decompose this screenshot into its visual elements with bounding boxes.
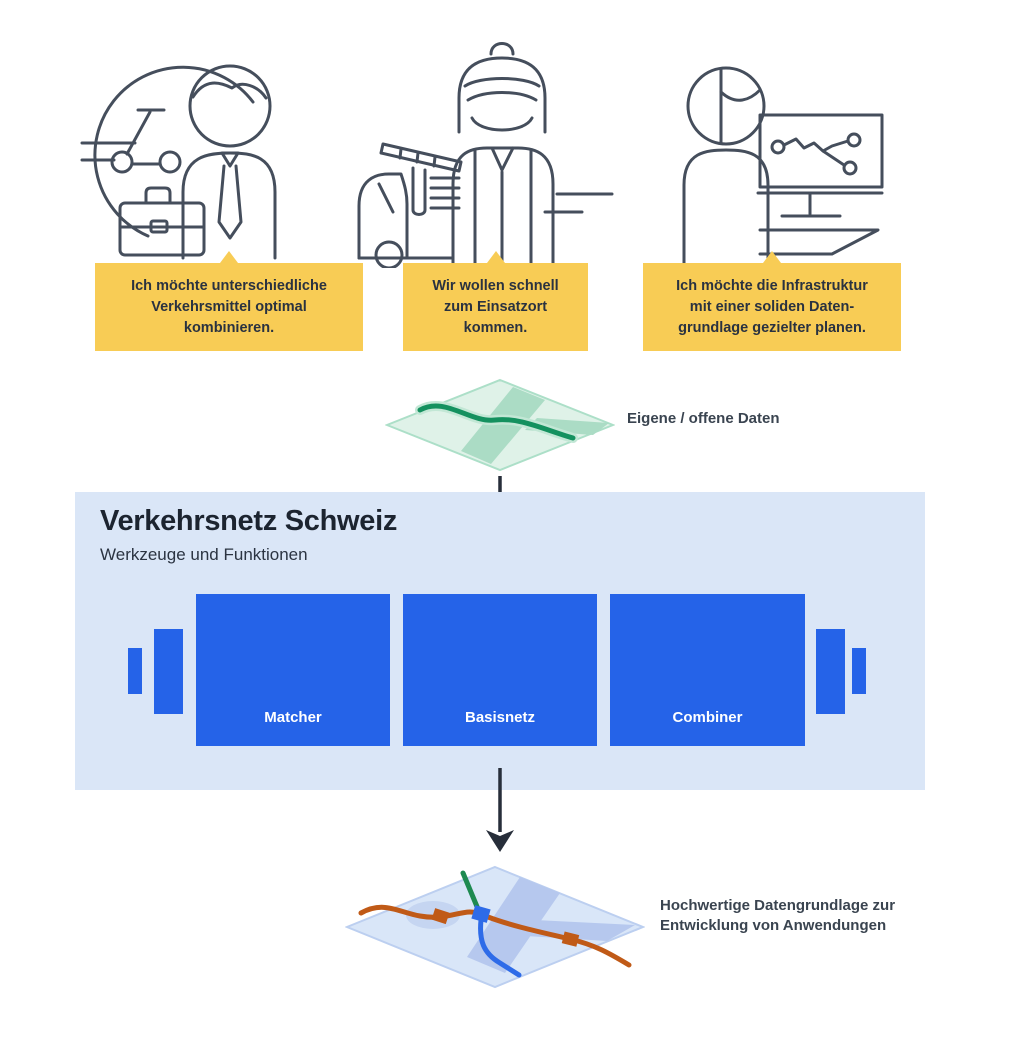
speech-bubble-text: Wir wollen schnell zum Einsatzort kommen…: [432, 277, 559, 336]
bubble-tail: [486, 251, 505, 263]
input-data-label: Eigene / offene Daten: [627, 410, 780, 427]
platform-title: Verkehrsnetz Schweiz: [100, 505, 398, 537]
green-map-tile-icon: [385, 378, 615, 472]
blue-map-tile-with-network-icon: [345, 865, 645, 989]
module-combiner: Combiner: [610, 594, 805, 746]
output-data-label: Hochwertige Datengrundlage zur Entwicklu…: [660, 897, 896, 934]
module-basisnetz: Basisnetz: [403, 594, 597, 746]
speech-bubble-responder: Wir wollen schnell zum Einsatzort kommen…: [403, 251, 588, 351]
platform-subtitle: Werkzeuge und Funktionen: [100, 545, 308, 564]
bubble-tail: [763, 251, 781, 263]
speech-bubble-commuter: Ich möchte unterschiedliche Verkehrsmitt…: [95, 251, 363, 351]
planner-with-analytics-monitor-icon: [682, 66, 884, 267]
arrow-down-out-of-platform: [486, 768, 514, 852]
module-matcher: Matcher: [196, 594, 390, 746]
speech-bubble-planner: Ich möchte die Infrastruktur mit einer s…: [643, 251, 901, 351]
module-label: Basisnetz: [464, 709, 536, 726]
left-terminal-large: [154, 629, 183, 714]
module-label: Combiner: [672, 709, 743, 726]
module-label: Matcher: [264, 709, 322, 726]
left-terminal-small: [128, 648, 142, 694]
emergency-responder-with-fire-truck-icon: [357, 42, 614, 268]
right-terminal-large: [816, 629, 845, 714]
right-terminal-small: [852, 648, 866, 694]
speech-bubble-text: Ich möchte die Infrastruktur mit einer s…: [676, 277, 868, 336]
commuter-with-scooter-and-briefcase-icon: [80, 64, 277, 260]
speech-bubble-text: Ich möchte unterschiedliche Verkehrsmitt…: [131, 277, 327, 336]
bubble-tail: [220, 251, 238, 263]
